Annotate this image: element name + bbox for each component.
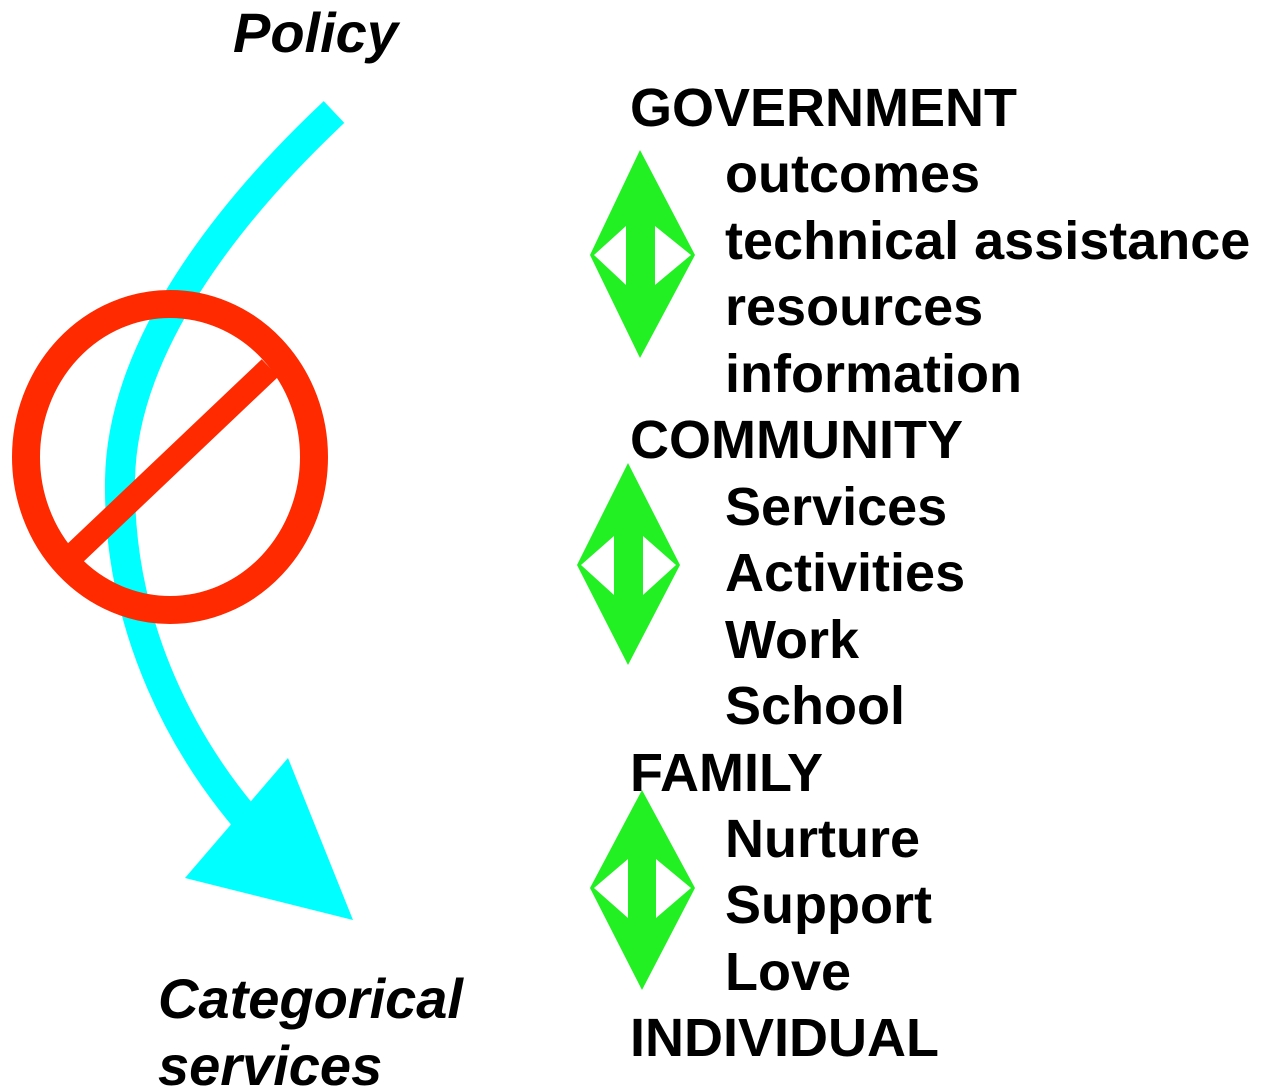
level-family: FAMILY: [630, 743, 823, 803]
government-item: outcomes: [725, 144, 980, 204]
double-arrow-notch-left: [581, 536, 614, 595]
level-community: COMMUNITY: [630, 410, 963, 470]
policy-label: Policy: [233, 1, 401, 64]
double-arrow-notch-left: [594, 859, 628, 918]
community-item: Activities: [725, 543, 965, 603]
prohibition-icon: [12, 290, 328, 624]
family-item: Support: [725, 875, 932, 935]
double-arrow-body: [590, 150, 695, 358]
government-item: resources: [725, 277, 983, 337]
double-arrow-body: [577, 463, 680, 665]
double-arrow-body: [590, 790, 695, 990]
level-individual: INDIVIDUAL: [630, 1008, 939, 1068]
level-government: GOVERNMENT: [630, 78, 1017, 138]
community-item: Work: [725, 610, 860, 670]
family-item: Nurture: [725, 809, 920, 869]
community-item: School: [725, 676, 905, 736]
double-arrow-icon: [590, 790, 695, 990]
double-arrow-icon: [577, 463, 680, 665]
services-label: services: [158, 1034, 382, 1092]
prohibition-slash: [63, 359, 279, 565]
curved-arrow-head: [185, 758, 353, 920]
double-arrow-icon: [590, 150, 695, 358]
double-arrow-notch-right: [656, 859, 691, 918]
categorical-label: Categorical: [158, 967, 464, 1030]
double-arrow-notch-right: [655, 226, 691, 285]
curved-arrow-icon: [104, 101, 353, 920]
community-item: Services: [725, 477, 947, 537]
double-arrow-notch-left: [594, 226, 626, 285]
curved-arrow-shaft: [104, 101, 345, 869]
government-item: information: [725, 344, 1022, 404]
prohibition-circle: [12, 290, 328, 624]
family-item: Love: [725, 942, 851, 1002]
government-item: technical assistance: [725, 211, 1250, 271]
double-arrow-notch-right: [643, 536, 676, 595]
